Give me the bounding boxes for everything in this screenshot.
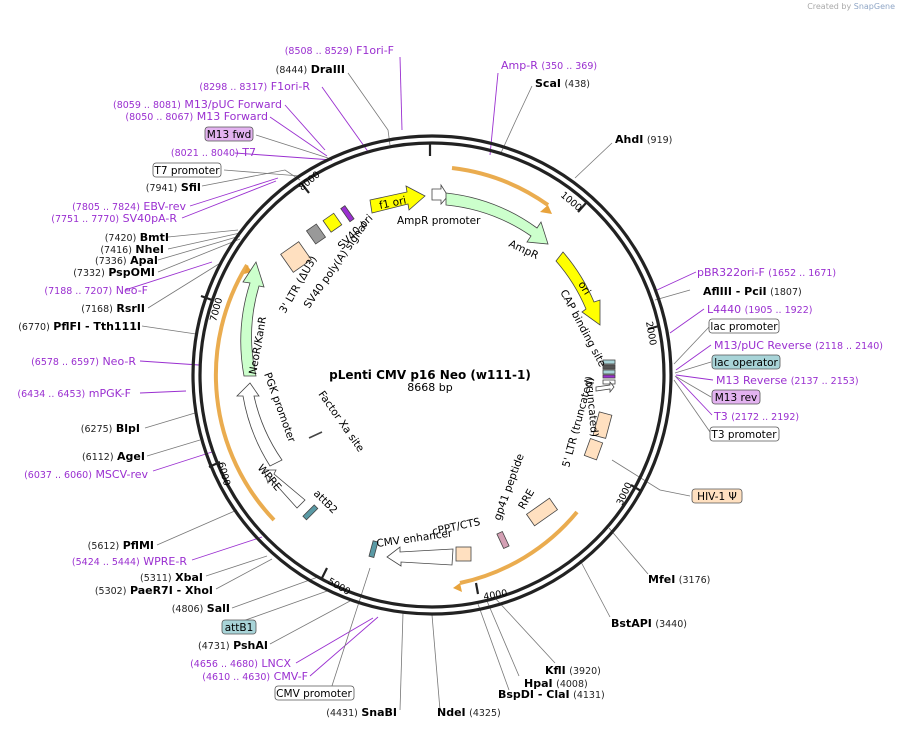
right-labels: NdeI (4325) KflI (3920) HpaI (4008) BspD…	[437, 59, 883, 719]
pgk-promoter-arrow	[236, 382, 283, 467]
created-by-snapgene: Created by SnapGene	[807, 2, 895, 11]
label-ahdi: AhdI (919)	[615, 133, 672, 146]
attb2-mark	[302, 504, 319, 521]
feature-shapes	[236, 183, 616, 567]
label-afliii-pcii: AflIII - PciI (1807)	[703, 285, 802, 298]
label-scai: ScaI (438)	[535, 77, 590, 90]
ampr-promoter-arrow	[431, 183, 449, 206]
label-bspdi-clai: BspDI - ClaI (4131)	[498, 688, 605, 701]
label-ndei: NdeI (4325)	[437, 706, 501, 719]
feature-rre: RRE	[516, 487, 537, 511]
label-xbai: (5311) XbaI	[140, 571, 203, 584]
label-sv40pa-r: (7751 .. 7770) SV40pA-R	[51, 212, 177, 225]
plasmid-name: pLenti CMV p16 Neo (w111-1)	[329, 368, 531, 382]
label-pbr322ori-f: pBR322ori-F (1652 .. 1671)	[697, 266, 836, 279]
feature-cmv-enhancer: CMV enhancer	[376, 527, 454, 550]
label-ebv-rev: (7805 .. 7824) EBV-rev	[72, 200, 186, 213]
feature-gp41-peptide: gp41 peptide	[492, 452, 527, 522]
label-m13-reverse: M13 Reverse (2137 .. 2153)	[716, 374, 859, 387]
f1-ori-arrow	[369, 185, 426, 214]
label-pshai: (4731) PshAI	[198, 639, 268, 652]
label-sali: (4806) SalI	[172, 602, 230, 615]
label-apai: (7336) ApaI	[95, 254, 158, 267]
label-t7: (8021 .. 8040) T7	[171, 146, 256, 159]
label-cmv-f: (4610 .. 4630) CMV-F	[202, 670, 308, 683]
label-sfii: (7941) SfiI	[146, 181, 201, 194]
feature-attb2: attB2	[311, 488, 340, 517]
label-draiii: (8444) DraIII	[276, 63, 345, 76]
cppt-box	[455, 546, 472, 562]
backbone-outer	[191, 134, 673, 616]
orf-arcs	[213, 166, 579, 585]
label-blpi: (6275) BlpI	[81, 422, 140, 435]
label-nhei: (7416) NheI	[100, 243, 164, 256]
plasmid-size: 8668 bp	[407, 381, 452, 394]
rre-box	[525, 497, 559, 527]
box-cmv-promoter: CMV promoter	[276, 688, 352, 700]
label-pspomi: (7332) PspOMI	[73, 266, 155, 279]
label-mfei: MfeI (3176)	[648, 573, 710, 586]
box-lac-operator: lac operator	[714, 357, 778, 369]
ampr-arrow	[445, 192, 549, 245]
box-m13-rev: M13 rev	[715, 392, 758, 404]
label-neo-r: (6578 .. 6597) Neo-R	[31, 355, 136, 368]
label-f1ori-r: (8298 .. 8317) F1ori-R	[199, 80, 310, 93]
ori-arrow	[555, 251, 601, 326]
box-t7-promoter: T7 promoter	[153, 165, 220, 177]
box-m13-fwd: M13 fwd	[207, 129, 252, 141]
label-mpgk-f: (6434 .. 6453) mPGK-F	[17, 387, 131, 400]
label-amp-r: Amp-R (350 .. 369)	[501, 59, 597, 72]
label-kfli: KflI (3920)	[545, 664, 601, 677]
label-hpai: HpaI (4008)	[524, 677, 588, 690]
label-rsrii: (7168) RsrII	[81, 302, 145, 315]
label-agei: (6112) AgeI	[82, 450, 145, 463]
wpre-arrow	[263, 469, 306, 509]
feature-factor-xa-site: Factor Xa site	[316, 389, 367, 454]
tick-marks	[200, 143, 660, 595]
box-t3-promoter: T3 promoter	[710, 429, 777, 441]
box-attb1: attB1	[225, 622, 254, 634]
feature-truncated: (truncated)	[583, 377, 600, 437]
ltr5-box2	[583, 437, 604, 461]
neor-arrow	[240, 261, 265, 377]
label-bstapi: BstAPI (3440)	[611, 617, 687, 630]
boxed-labels: M13 fwd T7 promoter lac promoter lac ope…	[152, 126, 781, 701]
label-f1ori-f: (8508 .. 8529) F1ori-F	[285, 44, 394, 57]
label-snabi: (4431) SnaBI	[326, 706, 397, 719]
box-hiv1-psi: HIV-1 Ψ	[697, 491, 737, 503]
sv40-polya-box	[305, 223, 327, 245]
attb1-mark	[368, 540, 379, 558]
feature-wpre: WPRE	[255, 462, 284, 493]
box-lac-promoter: lac promoter	[710, 321, 778, 333]
factor-xa-mark	[308, 431, 323, 439]
leader-lines	[141, 72, 691, 711]
label-neo-f: (7188 .. 7207) Neo-F	[44, 284, 148, 297]
gp41-box	[496, 530, 510, 550]
cmv-enhancer-arrow	[386, 546, 454, 567]
tick-2000: 2000	[643, 321, 658, 347]
backbone-inner	[198, 141, 666, 609]
label-wpre-r: (5424 .. 5444) WPRE-R	[72, 555, 187, 568]
label-paer7i-xhoi: (5302) PaeR7I - XhoI	[95, 584, 213, 597]
label-pflmi: (5612) PflMI	[88, 539, 154, 552]
ltr5-box1	[592, 411, 613, 439]
feature-f1-ori: f1 ori	[378, 195, 407, 212]
label-t3: T3 (2172 .. 2192)	[713, 410, 799, 423]
label-bmti: (7420) BmtI	[105, 231, 169, 244]
label-mscv-rev: (6037 .. 6060) MSCV-rev	[24, 468, 148, 481]
label-m13-puc-forward: (8059 .. 8081) M13/pUC Forward	[113, 98, 282, 111]
label-l4440: L4440 (1905 .. 1922)	[707, 303, 812, 316]
label-m13-puc-reverse: M13/pUC Reverse (2118 .. 2140)	[714, 339, 883, 352]
primer-leader-lines	[124, 56, 714, 677]
sv40-ori-box	[322, 212, 343, 233]
feature-ampr-promoter: AmpR promoter	[397, 215, 481, 227]
left-labels: (8444) DraIII (8508 .. 8529) F1ori-F (82…	[17, 44, 397, 719]
label-lncx: (4656 .. 4680) LNCX	[190, 657, 291, 670]
ltr3-box	[280, 241, 312, 273]
tick-4000: 4000	[483, 588, 509, 603]
label-m13-forward: (8050 .. 8067) M13 Forward	[125, 110, 268, 123]
label-pflfi: (6770) PflFI - Tth111I	[18, 320, 141, 333]
